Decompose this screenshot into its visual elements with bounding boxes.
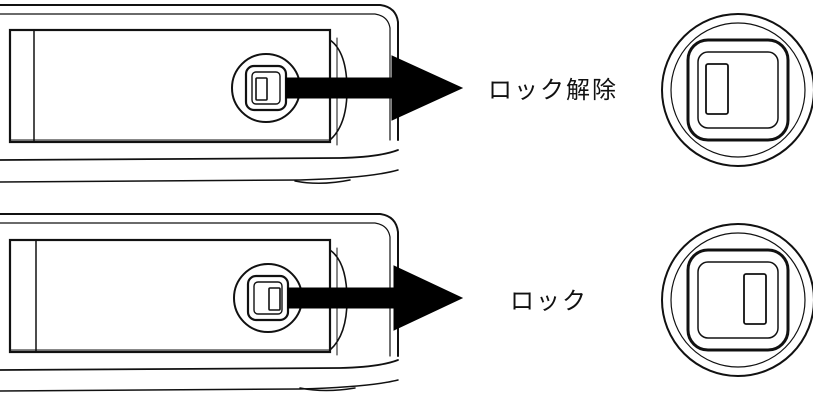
- panel-unlock: [0, 4, 813, 184]
- arrow-right-icon: [285, 55, 464, 121]
- label-unlock: ロック解除: [488, 76, 618, 104]
- panel-lock: [0, 213, 813, 392]
- label-lock: ロック: [510, 287, 588, 315]
- closeup-slider-lock: [743, 273, 767, 325]
- closeup-slider-unlock: [705, 63, 729, 115]
- latch-slider-icon: [231, 53, 301, 123]
- battery-cover-unlock: [8, 28, 332, 144]
- arrow-right-icon: [287, 265, 464, 331]
- latch-closeup-icon: [661, 13, 813, 167]
- latch-closeup-icon: [661, 223, 813, 377]
